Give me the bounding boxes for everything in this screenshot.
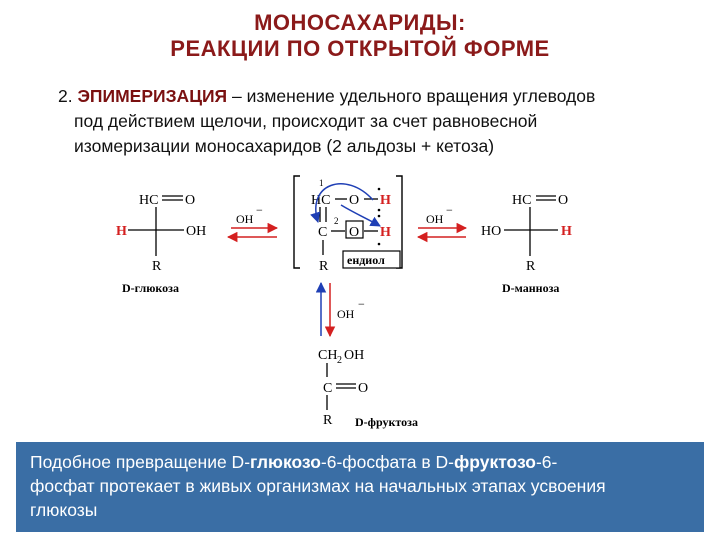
mannose-r: R	[526, 259, 536, 274]
slide-title-line1: МОНОСАХАРИДЫ:	[254, 10, 466, 35]
fructose-r: R	[323, 413, 333, 428]
note-part2: -6-фосфата в D-	[320, 452, 454, 472]
charge-vertical: −	[358, 297, 365, 311]
slide-title-line2: РЕАКЦИИ ПО ОТКРЫТОЙ ФОРМЕ	[170, 36, 550, 61]
enediol-num2: 2	[334, 216, 339, 226]
item-number: 2.	[58, 86, 73, 106]
fructose-sub: 2	[337, 355, 342, 366]
catalyst-oh-vertical: OH	[337, 307, 355, 321]
glucose-name: D-глюкоза	[122, 281, 179, 295]
enediol-o1: O	[349, 193, 359, 208]
mannose-left-ho: HO	[481, 224, 501, 239]
note-line2: фосфат протекает в живых организмах на н…	[30, 476, 606, 496]
enediol-h1: H	[380, 193, 391, 208]
fructose-ch: CH	[318, 348, 337, 363]
fructose-structure: CH 2 OH C O R D-фруктоза	[318, 348, 418, 429]
enediol-label: ендиол	[347, 253, 385, 267]
definition-line1: – изменение удельного вращения углеводов	[227, 86, 596, 106]
enediol-structure: 1 HC O H 2 C O H R ендиол	[293, 175, 403, 274]
charge-right: −	[446, 203, 453, 217]
note-line3: глюкозы	[30, 500, 98, 520]
enediol-c2: C	[318, 225, 327, 240]
note-glucose: глюкозо	[250, 452, 321, 472]
mannose-right-h: H	[561, 224, 572, 239]
enediol-num1: 1	[319, 178, 324, 188]
glucose-left-h: H	[116, 224, 127, 239]
equilibrium-enediol-fructose: OH −	[315, 281, 365, 338]
epimerization-scheme: HC O H OH R D-глюкоза OH − 1 HC O H 2 C …	[116, 175, 572, 429]
enediol-c1: HC	[311, 193, 330, 208]
fructose-oh: OH	[344, 348, 364, 363]
glucose-top-hc: HC	[139, 193, 158, 208]
glucose-top-o: O	[185, 193, 195, 208]
term-epimerization: ЭПИМЕРИЗАЦИЯ	[77, 86, 228, 106]
charge-left: −	[256, 203, 263, 217]
enediol-r: R	[319, 259, 329, 274]
note-part1: Подобное превращение D-	[30, 452, 251, 472]
definition-line2: под действием щелочи, происходит за счет…	[74, 111, 538, 131]
equilibrium-glucose-enediol: OH −	[226, 203, 279, 243]
fructose-c: C	[323, 381, 332, 396]
mannose-name: D-манноза	[502, 281, 559, 295]
note-box: Подобное превращение D-глюкозо-6-фосфата…	[16, 442, 704, 532]
mannose-top-hc: HC	[512, 193, 531, 208]
mannose-top-o: O	[558, 193, 568, 208]
fructose-o: O	[358, 381, 368, 396]
enediol-h2: H	[380, 225, 391, 240]
equilibrium-enediol-mannose: OH −	[416, 203, 468, 243]
epimerization-definition: 2. ЭПИМЕРИЗАЦИЯ – изменение удельного вр…	[58, 84, 698, 159]
glucose-structure: HC O H OH R D-глюкоза	[116, 193, 206, 295]
catalyst-oh-left: OH	[236, 212, 254, 226]
catalyst-oh-right: OH	[426, 212, 444, 226]
note-fructose: фруктозо	[453, 452, 536, 472]
glucose-r: R	[152, 259, 162, 274]
mannose-structure: HC O HO H R D-манноза	[481, 193, 572, 295]
note-part3: -6-	[535, 452, 558, 472]
fructose-name: D-фруктоза	[355, 415, 418, 429]
glucose-right-oh: OH	[186, 224, 206, 239]
enediol-o2: O	[349, 225, 359, 240]
definition-line3: изомеризации моносахаридов (2 альдозы + …	[74, 136, 495, 156]
